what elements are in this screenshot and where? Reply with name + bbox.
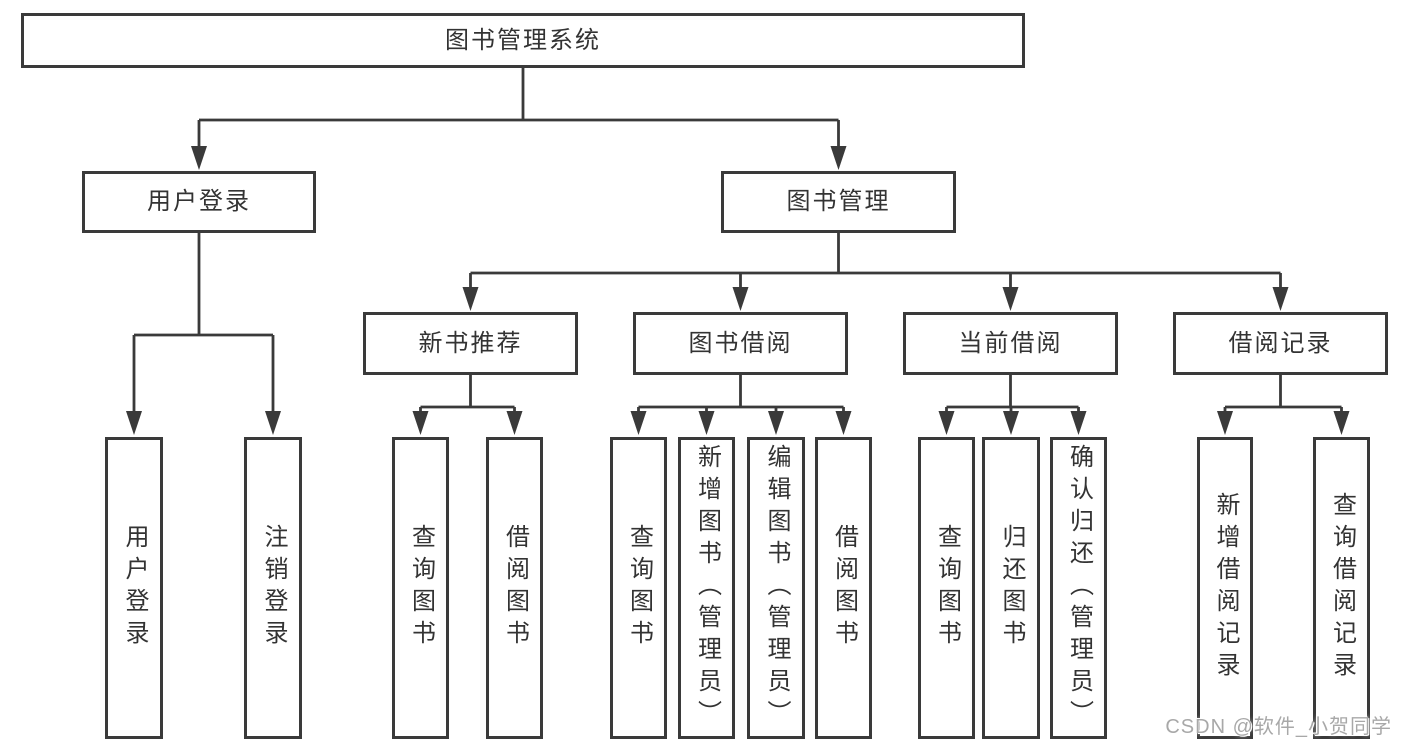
leaf-nbr-query-books: 查询图书 [392,437,449,739]
leaf-logout: 注销登录 [244,437,302,739]
leaf-bb-edit-books-admin: 编辑图书（管理员） [747,437,805,739]
node-user-login: 用户登录 [82,171,316,233]
leaf-user-login: 用户登录 [105,437,163,739]
node-borrowing-records: 借阅记录 [1173,312,1388,375]
node-library-management-system: 图书管理系统 [21,13,1025,68]
node-book-borrowing: 图书借阅 [633,312,848,375]
leaf-br-query-borrow-record: 查询借阅记录 [1313,437,1370,739]
leaf-cb-return-books: 归还图书 [982,437,1040,739]
connector-edges [132,68,1343,416]
leaf-br-add-borrow-record: 新增借阅记录 [1197,437,1253,739]
leaf-bb-query-books: 查询图书 [610,437,667,739]
leaf-cb-confirm-return-admin: 确认归还（管理员） [1050,437,1107,739]
leaf-bb-add-books-admin: 新增图书（管理员） [678,437,735,739]
node-current-borrowing: 当前借阅 [903,312,1118,375]
leaf-cb-query-books: 查询图书 [918,437,975,739]
leaf-bb-borrow-books: 借阅图书 [815,437,872,739]
arrowheads [126,146,1350,435]
node-new-book-recommend: 新书推荐 [363,312,578,375]
node-book-management: 图书管理 [721,171,956,233]
watermark: CSDN @软件_小贺同学 [1165,716,1392,738]
leaf-nbr-borrow-books: 借阅图书 [486,437,543,739]
